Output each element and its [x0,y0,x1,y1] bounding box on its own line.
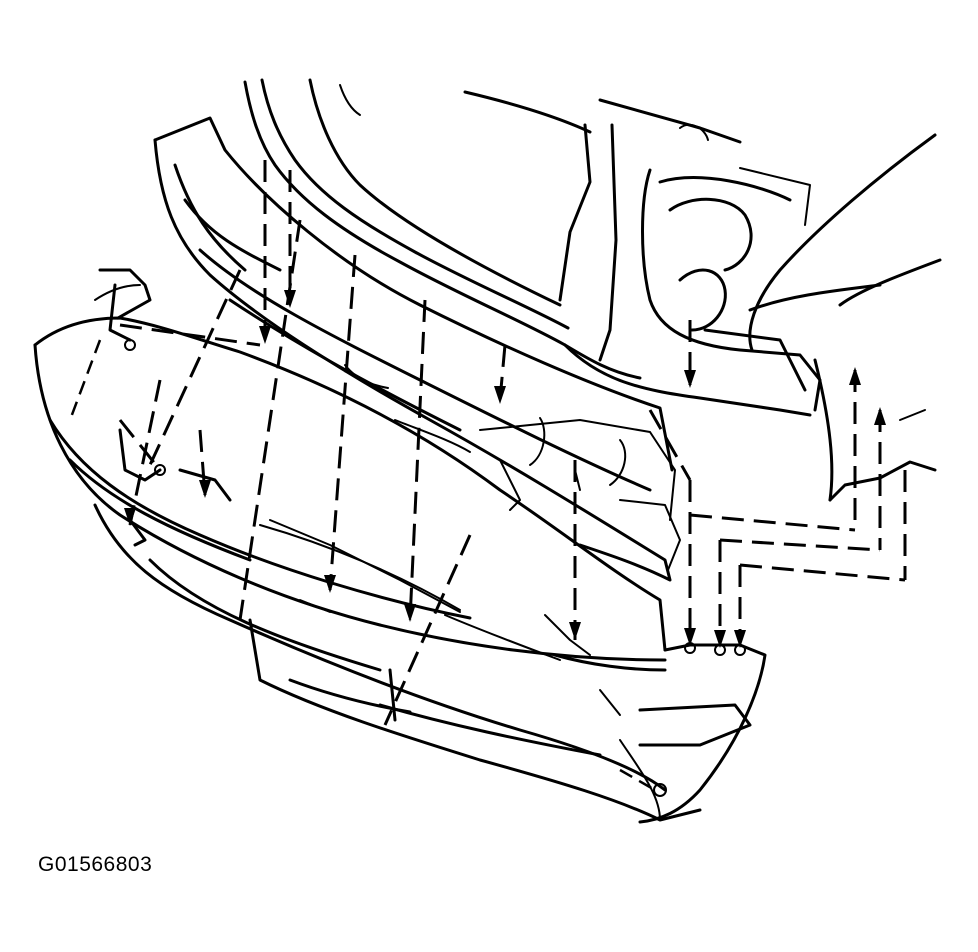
arrow-down-icon [569,622,581,640]
arrow-up-icon [874,407,886,425]
arrow-down-icon [734,630,746,648]
direction-arrows [124,290,886,648]
arrow-down-icon [124,508,136,526]
arrow-down-icon [684,628,696,646]
arrow-down-icon [714,630,726,648]
arrow-up-icon [849,367,861,385]
fastener-alignment-lines [68,160,907,792]
arrow-down-icon [324,575,336,593]
arrow-down-icon [199,480,211,498]
fasteners [124,339,746,797]
arrow-down-icon [284,290,296,308]
vehicle-front-body [243,78,942,502]
figure-id-label: G01566803 [38,853,153,876]
arrow-down-icon [259,326,271,344]
bumper-fascia [33,268,767,824]
arrow-down-icon [494,386,506,404]
arrow-down-icon [404,604,416,622]
arrow-down-icon [684,370,696,388]
